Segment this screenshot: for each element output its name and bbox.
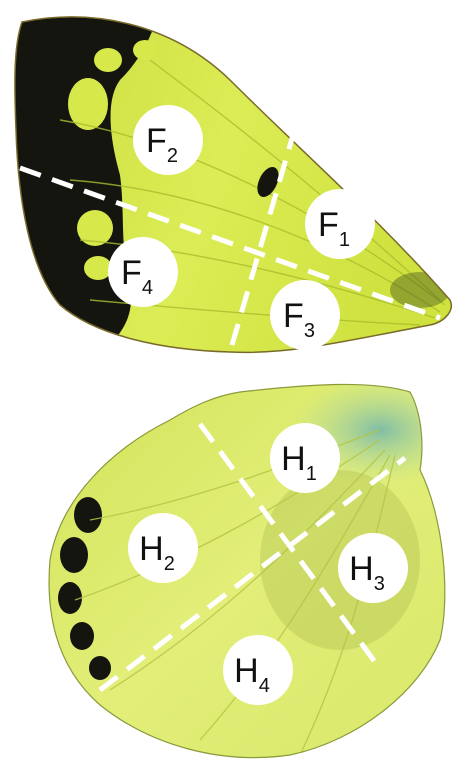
forewing-spot — [84, 256, 112, 280]
label-H1: H1 — [270, 423, 340, 493]
label-F2: F2 — [133, 105, 203, 175]
forewing-spot — [94, 48, 122, 72]
label-F4: F4 — [108, 237, 178, 307]
forewing-spot — [133, 40, 157, 60]
label-F3: F3 — [270, 280, 340, 350]
label-H3: H3 — [338, 533, 408, 603]
label-H2: H2 — [128, 513, 198, 583]
label-H4: H4 — [223, 635, 293, 705]
label-F1: F1 — [305, 189, 375, 259]
